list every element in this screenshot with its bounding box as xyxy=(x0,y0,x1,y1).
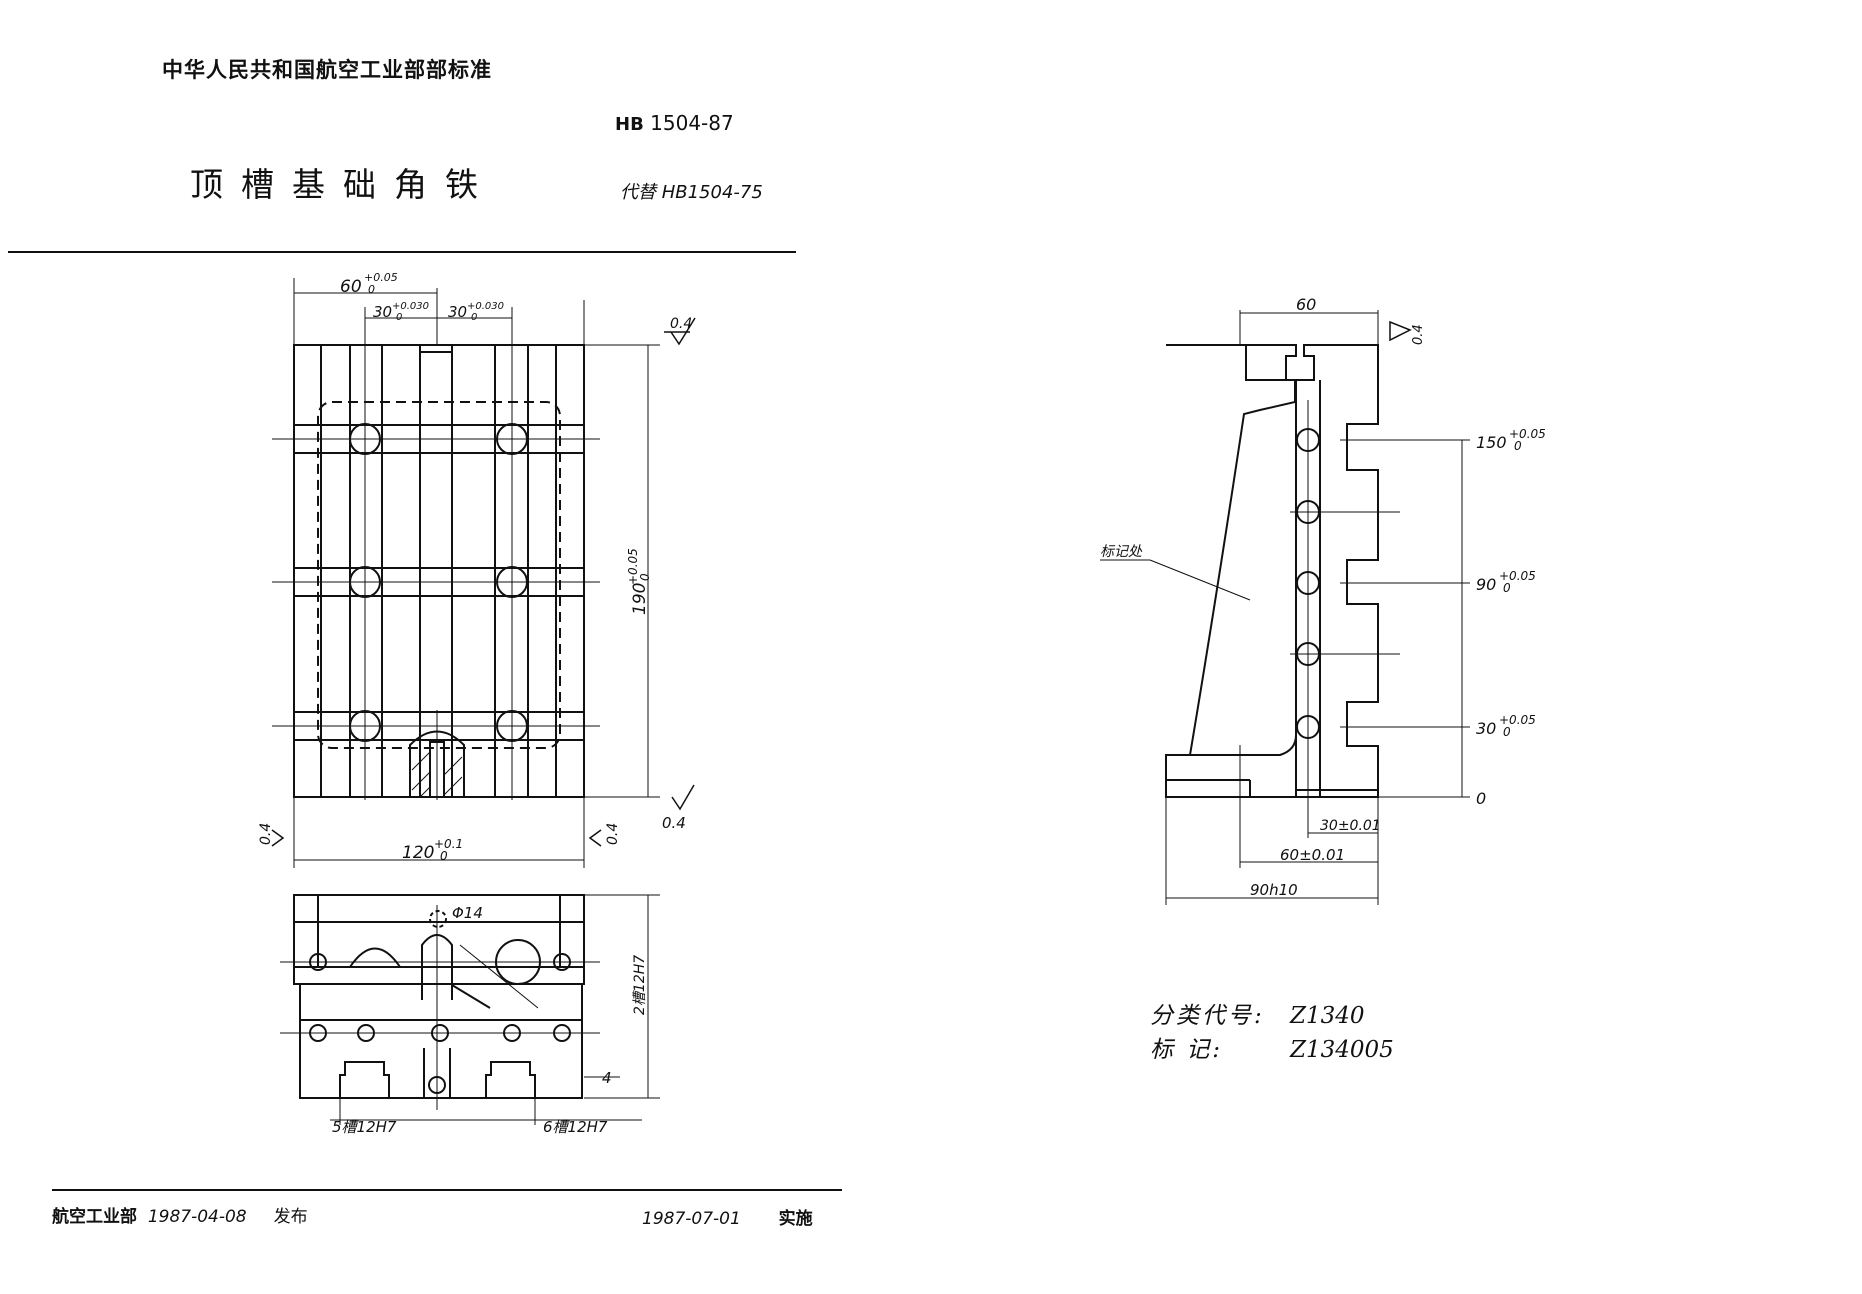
svg-text:+0.05: +0.05 xyxy=(364,271,398,284)
svg-text:+0.030: +0.030 xyxy=(467,301,504,312)
roughness-top: 0.4 xyxy=(670,316,692,332)
slot-right-label: 6槽12H7 xyxy=(543,1118,608,1136)
dim-width: 120 xyxy=(402,843,434,863)
standard-number: HB 1504-87 xyxy=(615,111,734,135)
dim-four: 4 xyxy=(602,1069,612,1087)
slot-right-vertical: 2槽12H7 xyxy=(632,955,648,1015)
svg-text:+0.05: +0.05 xyxy=(1499,569,1536,583)
marking-label: 标记处 xyxy=(1100,544,1143,560)
document-title: 顶槽基础角铁 xyxy=(190,165,496,204)
svg-text:0: 0 xyxy=(396,312,402,323)
svg-text:0: 0 xyxy=(1503,581,1511,595)
side-roughness: 0.4 xyxy=(1411,324,1426,345)
side-dim-top: 60 xyxy=(1296,295,1316,314)
dim-height: 190 xyxy=(630,583,650,615)
dim-slot-left: 30 xyxy=(373,303,392,321)
svg-text:+0.030: +0.030 xyxy=(392,301,429,312)
svg-text:0: 0 xyxy=(1514,439,1522,453)
footer-effective: 1987-07-01 实施 xyxy=(642,1209,813,1229)
footer-publish: 航空工业部 1987-04-08 发布 xyxy=(52,1207,308,1227)
side-dim-30: 30 xyxy=(1476,719,1496,738)
roughness-bottom: 0.4 xyxy=(662,814,686,832)
front-view-outline xyxy=(293,344,585,798)
header-rule xyxy=(8,251,796,253)
side-dim-60-pm: 60±0.01 xyxy=(1280,846,1345,864)
side-dim-150: 150 xyxy=(1476,433,1507,452)
footer-rule xyxy=(52,1189,842,1191)
dim-top-width: 60 xyxy=(340,277,362,297)
replaces-note: 代替 HB1504-75 xyxy=(620,182,763,203)
classification-code: 分类代号:Z1340 xyxy=(1150,1003,1365,1029)
side-view-outline xyxy=(1165,344,1379,798)
side-dim-zero: 0 xyxy=(1476,789,1486,808)
standard-code: 1504-87 xyxy=(650,111,734,135)
side-dim-30-pm: 30±0.01 xyxy=(1320,818,1381,834)
svg-text:0: 0 xyxy=(471,312,477,323)
svg-text:+0.05: +0.05 xyxy=(1509,427,1546,441)
svg-text:+0.1: +0.1 xyxy=(434,837,463,851)
slot-left-label: 5槽12H7 xyxy=(332,1118,397,1136)
svg-text:0: 0 xyxy=(440,849,448,863)
svg-text:0: 0 xyxy=(368,283,375,296)
svg-text:0: 0 xyxy=(638,573,652,581)
standard-prefix: HB xyxy=(615,114,644,135)
side-dim-90-h10: 90h10 xyxy=(1250,881,1298,899)
svg-text:0: 0 xyxy=(1503,725,1511,739)
hole-diameter: Φ14 xyxy=(452,904,483,922)
dim-slot-right: 30 xyxy=(448,303,467,321)
issuer-heading: 中华人民共和国航空工业部部标准 xyxy=(162,58,492,82)
roughness-left: 0.4 xyxy=(258,823,274,845)
svg-text:+0.05: +0.05 xyxy=(626,548,640,585)
classification-mark: 标 记:Z134005 xyxy=(1150,1037,1394,1063)
side-dim-90: 90 xyxy=(1476,575,1496,594)
roughness-right: 0.4 xyxy=(605,823,621,845)
svg-text:+0.05: +0.05 xyxy=(1499,713,1536,727)
